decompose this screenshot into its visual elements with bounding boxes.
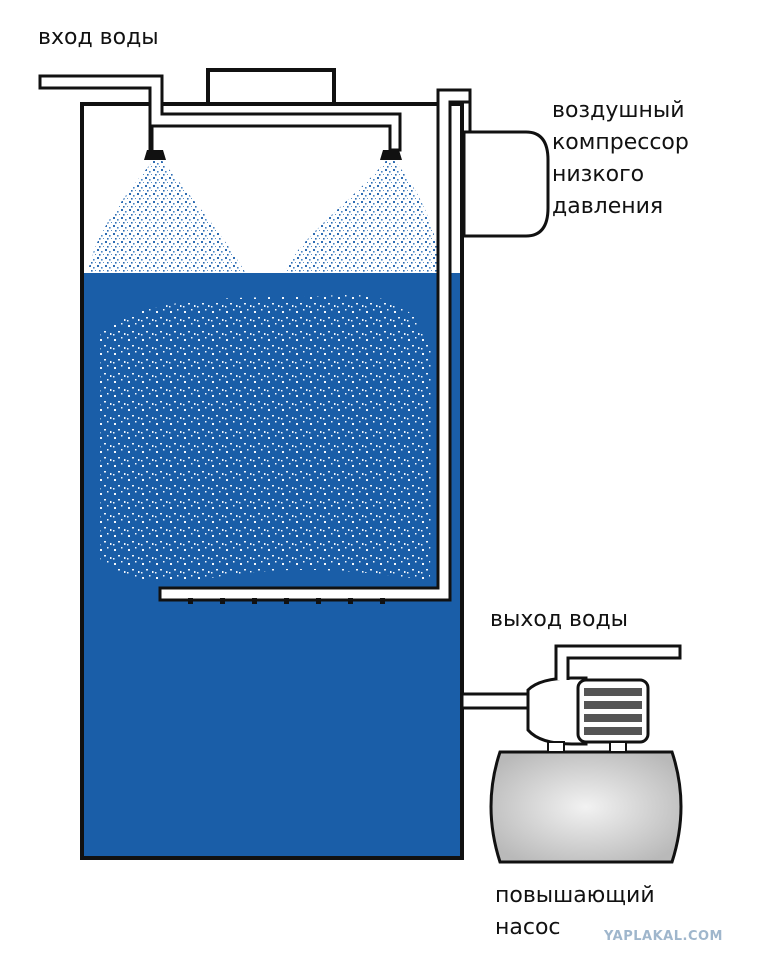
compressor-label: воздушный компрессор низкого давления bbox=[552, 95, 762, 223]
water-inlet-label: вход воды bbox=[38, 25, 159, 50]
compressor-unit bbox=[462, 130, 550, 238]
outlet-pipe-lower bbox=[460, 692, 530, 710]
compressor-label-line: низкого bbox=[552, 162, 645, 187]
inlet-pipe bbox=[38, 74, 402, 152]
spray-cone-left bbox=[88, 158, 245, 272]
pump-label-line: насос bbox=[495, 915, 561, 940]
compressor-label-line: воздушный bbox=[552, 98, 685, 123]
compressor-label-line: компрессор bbox=[552, 130, 689, 155]
compressor-label-line: давления bbox=[552, 194, 664, 219]
bubble-cloud bbox=[100, 294, 432, 582]
water-outlet-label: выход воды bbox=[490, 607, 629, 632]
air-pipe bbox=[158, 88, 472, 602]
diffuser-holes bbox=[188, 598, 385, 604]
nozzle-right bbox=[380, 150, 402, 160]
spray-cone-right bbox=[285, 158, 440, 272]
pump-label: повышающий насос bbox=[495, 880, 655, 944]
outlet-pipe-upper bbox=[554, 644, 682, 680]
tank-lid bbox=[206, 68, 336, 106]
booster-pump bbox=[526, 676, 650, 753]
pump-label-line: повышающий bbox=[495, 883, 655, 908]
watermark: YAPLAKAL.COM bbox=[604, 929, 723, 944]
nozzle-left bbox=[144, 150, 166, 160]
pressure-tank bbox=[489, 750, 683, 864]
